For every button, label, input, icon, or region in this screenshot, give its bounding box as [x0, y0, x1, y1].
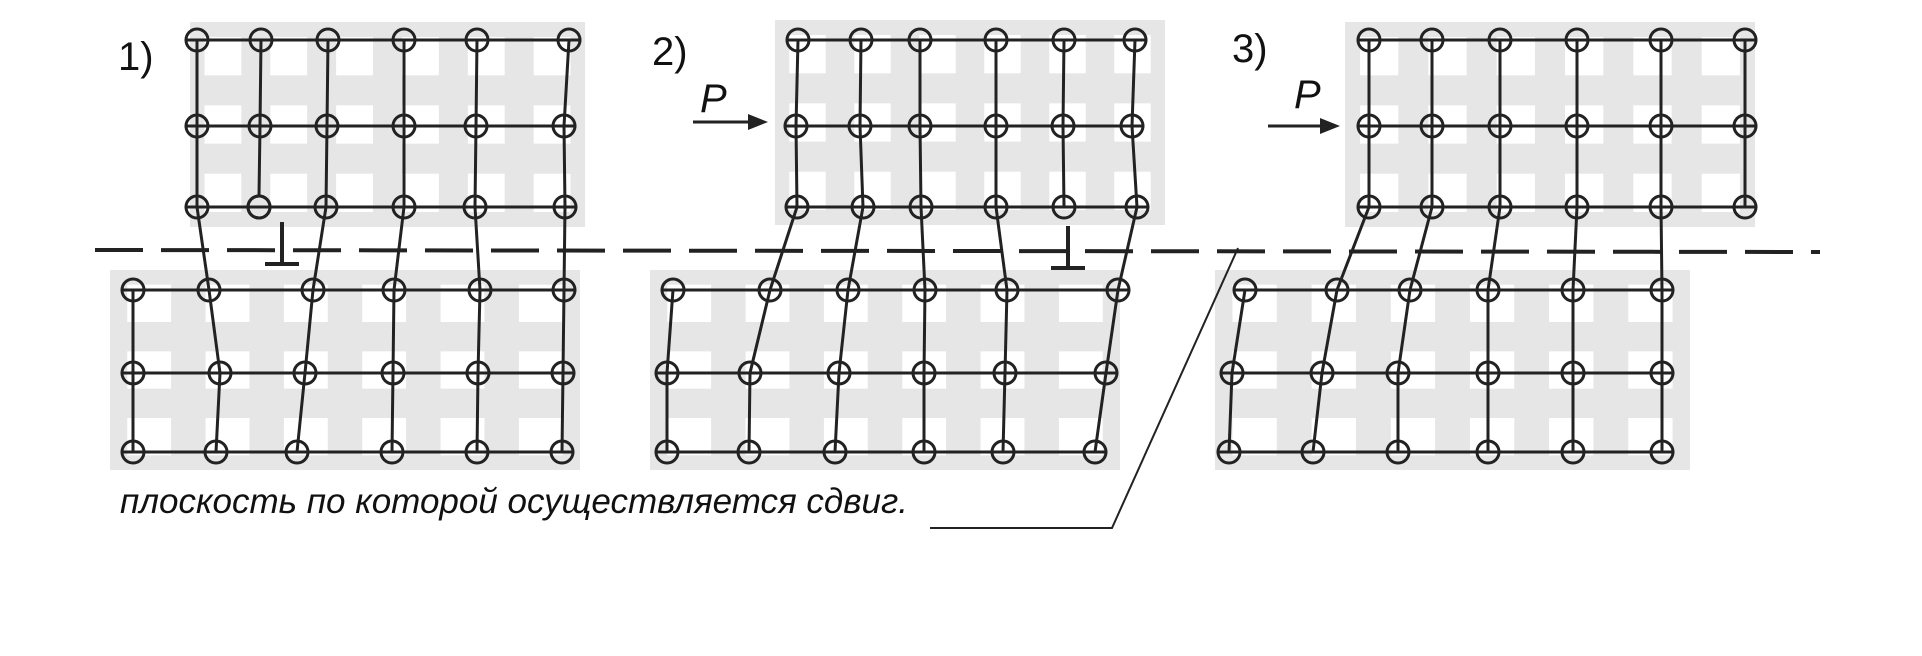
panel-3-force-arrow-icon — [1268, 118, 1340, 134]
p1-extra-half-plane-atom — [246, 194, 272, 220]
caption-leader-line — [930, 247, 1239, 529]
panel-2-label: 2) — [652, 30, 688, 74]
panel-3-label: 3) — [1232, 27, 1268, 71]
p1-cross-plane-bond — [473, 205, 482, 292]
p2-cross-plane-bond — [919, 205, 927, 292]
p2-cell-gap — [667, 418, 712, 456]
p2-cell-gap — [1049, 171, 1086, 210]
p1-cross-plane-bond — [562, 205, 567, 292]
p2-cross-plane-bond — [768, 205, 799, 292]
p1-upper-column-bond — [473, 38, 479, 209]
p2-cell-gap — [1114, 171, 1151, 210]
p2-cell-gap — [919, 171, 956, 210]
p1-cell-gap — [362, 418, 407, 456]
p3-cell-gap — [1311, 418, 1356, 456]
panel-3-force-label: P — [1294, 73, 1321, 117]
p1-lower-column-bond — [390, 288, 396, 454]
p3-cross-plane-bond — [1659, 205, 1664, 292]
panel-2-force-arrow-icon — [693, 114, 768, 130]
panel-1-edge-dislocation-symbol — [265, 222, 299, 266]
p3-cross-plane-bond — [1335, 205, 1371, 292]
panel-1-label: 1) — [118, 35, 154, 79]
p1-lower-column-bond — [560, 288, 566, 454]
panel-2-dislocation-moving — [650, 20, 1165, 470]
p1-cell-gap — [270, 37, 308, 76]
p2-cross-plane-bond — [1116, 205, 1139, 292]
p2-cell-gap — [984, 171, 1021, 210]
p1-cell-gap — [533, 37, 571, 76]
p2-lower-column-bond — [922, 288, 927, 454]
p1-cell-gap — [204, 37, 242, 76]
p3-cell-gap — [1633, 37, 1672, 76]
p3-lower-background — [1215, 270, 1690, 470]
p3-cell-gap — [1496, 37, 1535, 76]
p3-cross-plane-bond — [1408, 205, 1434, 292]
p1-cell-gap — [283, 418, 328, 456]
p2-cross-plane-bond — [994, 205, 1009, 292]
p2-cell-gap — [745, 418, 790, 456]
slip-plane-caption: плоскость по которой осуществляется сдви… — [120, 482, 908, 521]
p2-upper-background — [775, 20, 1165, 225]
p3-cross-plane-bond — [1486, 205, 1502, 292]
p1-cell-gap — [127, 418, 172, 456]
p1-cell-gap — [518, 418, 563, 456]
p3-cell-gap — [1428, 37, 1467, 76]
p2-lower-background — [650, 270, 1120, 470]
panel-2-edge-dislocation-symbol — [1051, 226, 1085, 270]
p2-upper-column-bond — [1061, 38, 1066, 209]
panel-2-force-label: P — [700, 77, 727, 121]
p1-cell-gap — [205, 351, 250, 389]
p3-cell-gap — [1565, 37, 1604, 76]
p1-cell-gap — [401, 37, 439, 76]
p2-cross-plane-bond — [846, 205, 865, 292]
p1-upper-column-bond — [258, 38, 263, 128]
p3-cross-plane-bond — [1571, 205, 1579, 292]
slip-plane-line — [94, 248, 1821, 254]
p1-cell-gap — [336, 37, 374, 76]
panel-3-slip-complete — [1215, 22, 1758, 470]
p3-cell-gap — [1549, 418, 1594, 456]
p1-upper-column-bond — [324, 38, 330, 209]
p2-upper-column-bond — [918, 38, 923, 209]
panel-1-edge-dislocation — [110, 22, 585, 470]
p1-lower-background — [110, 270, 580, 470]
